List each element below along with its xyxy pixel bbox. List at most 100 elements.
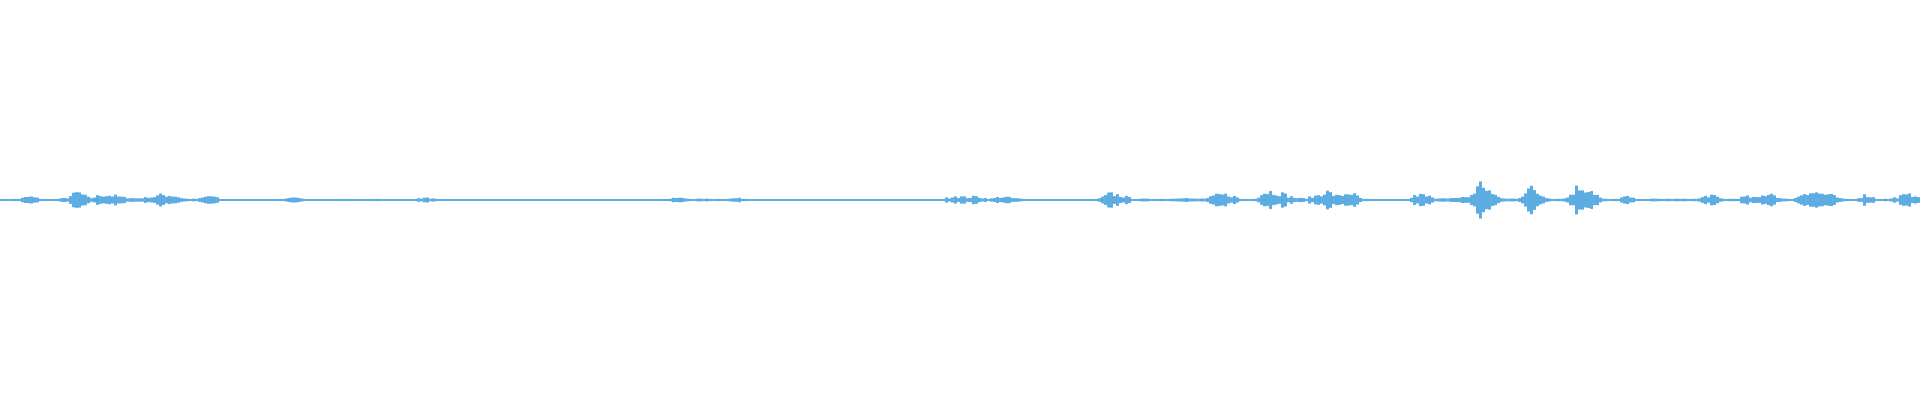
waveform-peak <box>876 199 879 201</box>
waveform-peak <box>804 199 807 201</box>
waveform-peak <box>378 199 381 201</box>
waveform-peak <box>864 199 867 201</box>
waveform-peak <box>369 198 372 202</box>
waveform-peak <box>429 198 432 202</box>
waveform-peak <box>702 199 705 201</box>
waveform-peak <box>1866 197 1869 203</box>
waveform-peak <box>1146 198 1149 202</box>
waveform-peak <box>1605 198 1608 202</box>
waveform-peak <box>1476 186 1479 214</box>
waveform-peak <box>957 198 960 202</box>
waveform-peak <box>345 198 348 202</box>
waveform-peak <box>231 199 234 201</box>
waveform-peak <box>1893 197 1896 203</box>
waveform-peak <box>99 196 102 204</box>
waveform-peak <box>669 198 672 202</box>
waveform-peak <box>84 194 87 206</box>
waveform-peak <box>1446 198 1449 202</box>
waveform-peak <box>546 199 549 201</box>
waveform-peak <box>882 199 885 201</box>
waveform-peak <box>129 198 132 202</box>
waveform-peak <box>897 199 900 201</box>
waveform-peak <box>102 196 105 204</box>
waveform-peak <box>1497 196 1500 204</box>
waveform-peak <box>633 199 636 201</box>
waveform-peak <box>837 199 840 201</box>
waveform-peak <box>516 199 519 201</box>
waveform-peak <box>684 198 687 202</box>
waveform-peak <box>1461 196 1464 204</box>
waveform-peak <box>219 199 222 201</box>
waveform-peak <box>1743 196 1746 204</box>
waveform-peak <box>1764 196 1767 204</box>
waveform-peak <box>1815 192 1818 208</box>
waveform-peak <box>1698 198 1701 202</box>
waveform-peak <box>894 199 897 201</box>
waveform-peak <box>1416 196 1419 204</box>
waveform-peak <box>1554 198 1557 202</box>
waveform-peak <box>792 199 795 201</box>
waveform-peak <box>960 196 963 204</box>
waveform-peak <box>111 196 114 204</box>
waveform-peak <box>1632 197 1635 203</box>
waveform-peak <box>1233 195 1236 205</box>
waveform-peak <box>1902 194 1905 206</box>
waveform-peak <box>213 196 216 204</box>
waveform-peak <box>714 199 717 201</box>
waveform-peak <box>1434 198 1437 202</box>
waveform-peak <box>1506 198 1509 202</box>
waveform-peak <box>822 199 825 201</box>
waveform-peak <box>1740 196 1743 204</box>
waveform-peak <box>375 198 378 202</box>
waveform-peak <box>1689 199 1692 201</box>
waveform-peak <box>21 197 24 203</box>
waveform-peak <box>1545 198 1548 202</box>
waveform-peak <box>1320 196 1323 204</box>
waveform-peak <box>1155 199 1158 201</box>
waveform-peak <box>1491 194 1494 206</box>
waveform-peak <box>645 199 648 201</box>
waveform-peak <box>45 198 48 202</box>
waveform-peak <box>1737 198 1740 202</box>
waveform-peak <box>252 199 255 201</box>
waveform-peak <box>1173 198 1176 202</box>
waveform-peak <box>918 199 921 201</box>
waveform-peak <box>492 199 495 201</box>
waveform-peak <box>1614 198 1617 202</box>
waveform-peak <box>1830 193 1833 207</box>
waveform-peak <box>1560 198 1563 202</box>
waveform-peak <box>1068 199 1071 201</box>
waveform-peak <box>1827 194 1830 206</box>
waveform-peak <box>1530 185 1533 215</box>
waveform-peak <box>585 199 588 201</box>
waveform-peak <box>1305 198 1308 202</box>
waveform-peak <box>432 198 435 202</box>
waveform-peak <box>552 199 555 201</box>
waveform-peak <box>786 199 789 201</box>
waveform-peak <box>1125 195 1128 205</box>
waveform-peak <box>1515 198 1518 202</box>
waveform-peak <box>150 197 153 203</box>
waveform-peak <box>483 199 486 201</box>
waveform-peak <box>858 199 861 201</box>
waveform-peak <box>1644 199 1647 201</box>
waveform-peak <box>1341 195 1344 205</box>
waveform-peak <box>366 199 369 201</box>
waveform-peak <box>1455 197 1458 203</box>
waveform-peak <box>399 199 402 201</box>
waveform-peak <box>342 199 345 201</box>
waveform-peak <box>1641 199 1644 201</box>
waveform-peak <box>1674 198 1677 202</box>
waveform-peak <box>1428 195 1431 205</box>
waveform-peak <box>1224 193 1227 207</box>
waveform-peak <box>1383 199 1386 201</box>
waveform-peak <box>963 196 966 204</box>
waveform-peak <box>276 199 279 201</box>
waveform-peak <box>507 199 510 201</box>
waveform-peak <box>1887 198 1890 202</box>
waveform-peak <box>636 199 639 201</box>
waveform-peak <box>612 199 615 201</box>
waveform-peak <box>510 199 513 201</box>
waveform-peak <box>390 199 393 201</box>
